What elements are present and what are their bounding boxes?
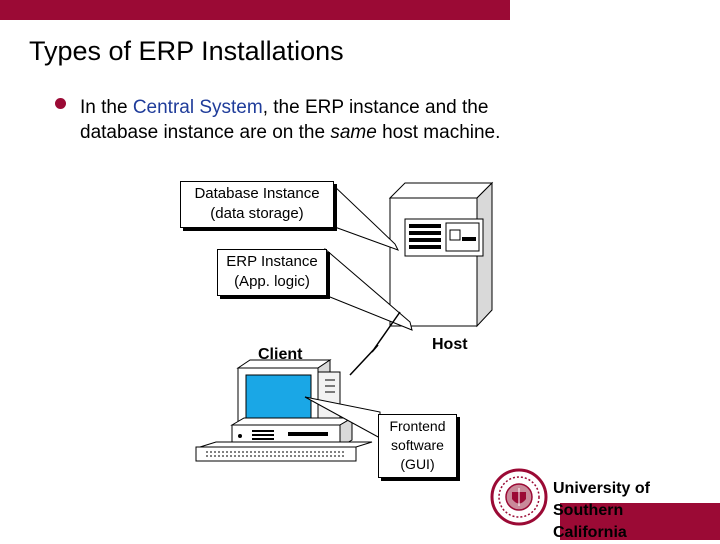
bullet-intro: In the [80,97,133,118]
database-instance-callout: Database Instance (data storage) [180,181,334,228]
frontend-callout-line2: software [391,437,444,453]
server-icon [388,181,494,328]
db-callout-line2: (data storage) [210,205,304,222]
bullet-icon [55,98,66,109]
frontend-callout-line1: Frontend [389,418,446,434]
db-callout-line1: Database Instance [194,185,320,202]
db-callout-pointer [331,182,400,251]
bullet-text: In the Central System, the ERP instance … [80,95,640,145]
university-line3: California [553,524,627,541]
host-label: Host [432,336,468,353]
erp-callout-line1: ERP Instance [226,253,318,270]
bullet-rest-line1: , the ERP instance and the [262,97,489,118]
slide-title: Types of ERP Installations [29,36,344,66]
frontend-callout-line3: (GUI) [400,456,435,472]
erp-callout-line2: (App. logic) [234,273,310,290]
bullet-emphasis: same [330,122,377,143]
university-name: University of Southern California [553,478,650,544]
bottom-accent-bar [560,503,720,540]
university-line1: University of [553,480,650,497]
university-seal-icon [490,468,548,526]
client-computer-icon [195,359,373,462]
bullet-line2-pre: database instance are on the [80,122,331,143]
client-screen [245,374,312,424]
client-label: Client [258,346,303,363]
erp-instance-callout: ERP Instance (App. logic) [217,249,327,296]
network-link-icon [349,311,401,376]
bullet-line2-post: host machine. [376,122,501,143]
frontend-software-callout: Frontend software (GUI) [378,414,457,478]
university-line2: Southern [553,502,624,519]
top-accent-bar [0,0,510,20]
central-system-term: Central System [132,97,263,118]
